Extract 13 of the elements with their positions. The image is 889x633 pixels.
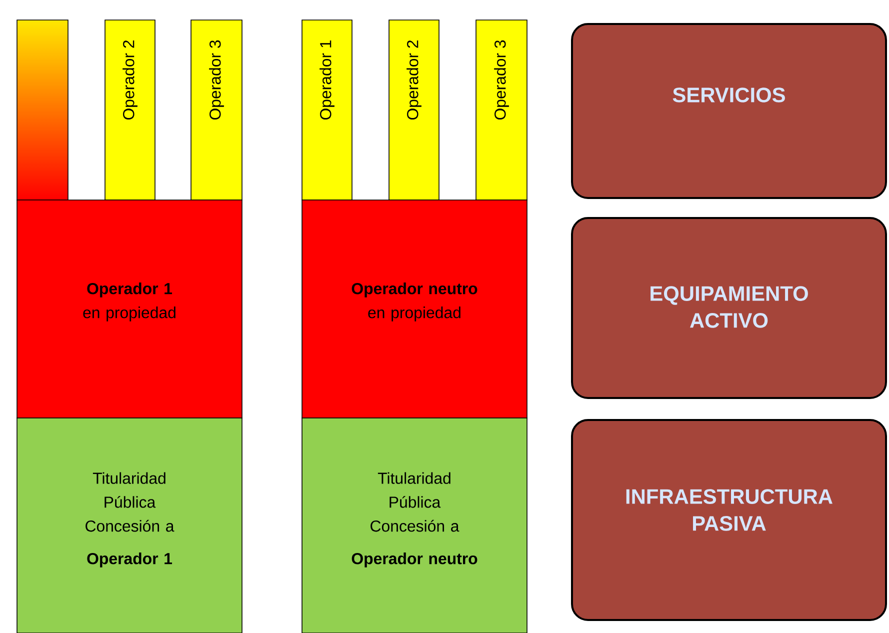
category-box: EQUIPAMIENTO ACTIVO (571, 216, 887, 399)
operator-bar: Operador 2 (388, 20, 440, 200)
operator-bar: Operador 1 (302, 20, 352, 200)
gradient-bar (16, 20, 68, 200)
layer-box: Operador neutro en propiedad (302, 200, 528, 418)
category-box: SERVICIOS (571, 23, 887, 199)
operator-bar: Operador 3 (190, 20, 242, 200)
layer-box: Titularidad Pública Concesión a Operador 1 (16, 418, 242, 633)
operator-bar: Operador 3 (476, 20, 528, 200)
layer-box: Operador 1 en propiedad (16, 200, 242, 418)
layer-box: Titularidad Pública Concesión a Operador neutro (302, 418, 528, 633)
category-box: INFRAESTRUCTURA PASIVA (571, 418, 887, 621)
operator-bar: Operador 2 (104, 20, 156, 200)
